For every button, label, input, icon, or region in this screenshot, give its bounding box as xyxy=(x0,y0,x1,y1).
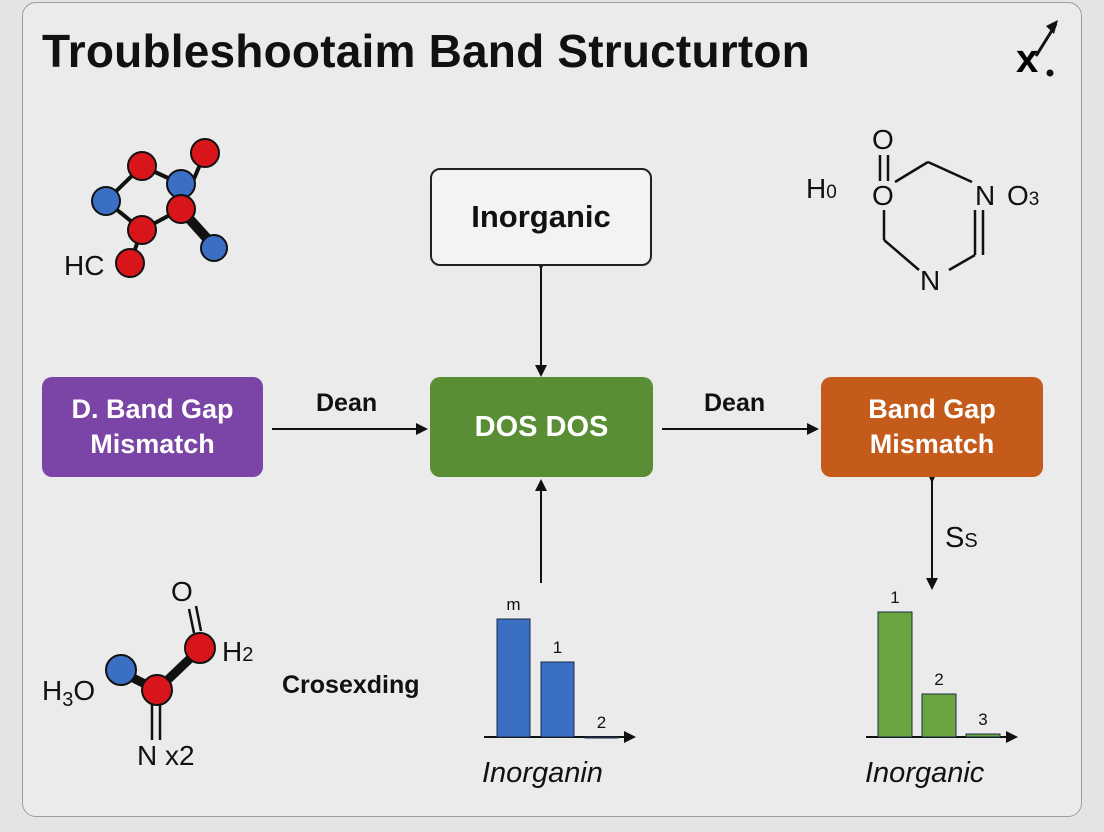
bar-label-1: 1 xyxy=(553,638,562,657)
molecule-n-bottom: N xyxy=(920,265,941,296)
edge-label-side: SS xyxy=(945,522,978,555)
bar-label-0: 1 xyxy=(890,588,899,607)
molecule-h0-label: H0 xyxy=(806,173,837,205)
left-box-line2: Mismatch xyxy=(90,429,215,459)
crosexding-label: Crosexding xyxy=(282,671,420,699)
h3o-main: H xyxy=(42,675,63,706)
x-axis-arrowhead xyxy=(624,731,636,743)
bar-2 xyxy=(584,736,619,739)
h3o-sub: 3 xyxy=(62,689,74,711)
dos-box: DOS DOS xyxy=(430,377,653,477)
inorganic-box: Inorganic xyxy=(430,168,652,266)
chart-left: m 1 2 xyxy=(484,595,636,743)
edge-label-right: Dean xyxy=(704,389,766,417)
page-title: Troubleshootaim Band Structurton xyxy=(42,25,810,77)
band-gap-mismatch-right-box: Band Gap Mismatch xyxy=(821,377,1043,477)
chart-left-xlabel: Inorganin xyxy=(482,757,603,789)
h0-main: H xyxy=(806,173,827,204)
molecule-h2-label: H2 xyxy=(222,636,253,668)
bar-2 xyxy=(965,733,1001,738)
molecule-top-left-label: HC xyxy=(64,250,105,281)
o3-main: O xyxy=(1007,180,1029,211)
left-box-line1: D. Band Gap xyxy=(71,394,234,424)
side-label-sub: S xyxy=(964,530,978,552)
molecule-n-x2-label: N x2 xyxy=(137,740,195,771)
h2-main: H xyxy=(222,636,243,667)
molecule-o3-label: O3 xyxy=(1007,180,1039,212)
molecule-o-top-bl: O xyxy=(171,576,193,607)
molecule-o-ring: O xyxy=(872,180,894,211)
dos-box-label: DOS DOS xyxy=(474,410,609,443)
h2-sub: 2 xyxy=(242,644,254,666)
chart-right: 1 2 3 xyxy=(866,588,1018,743)
molecule-n-right: N xyxy=(975,180,996,211)
bar-label-1: 2 xyxy=(934,670,943,689)
edge-label-left: Dean xyxy=(316,389,378,417)
o3-sub: 3 xyxy=(1028,189,1040,210)
bar-label-2: 2 xyxy=(597,713,606,732)
bar-label-2: 3 xyxy=(978,710,987,729)
bar-1 xyxy=(540,661,575,738)
molecule-h3o-label: H3O xyxy=(42,675,95,712)
right-box-line2: Mismatch xyxy=(869,429,995,459)
right-box-line1: Band Gap xyxy=(868,394,996,424)
inorganic-box-label: Inorganic xyxy=(471,199,611,234)
h0-sub: 0 xyxy=(826,182,837,203)
molecule-o-top: O xyxy=(872,124,894,155)
bar-0 xyxy=(496,618,531,738)
bar-label-0: m xyxy=(506,595,520,614)
chart-right-xlabel: Inorganic xyxy=(865,757,985,789)
side-label-main: S xyxy=(945,522,965,554)
h3o-end: O xyxy=(73,675,96,706)
bar-1 xyxy=(921,693,957,738)
band-gap-mismatch-left-box: D. Band Gap Mismatch xyxy=(42,377,263,477)
bar-0 xyxy=(877,611,913,738)
x-axis-arrowhead xyxy=(1006,731,1018,743)
